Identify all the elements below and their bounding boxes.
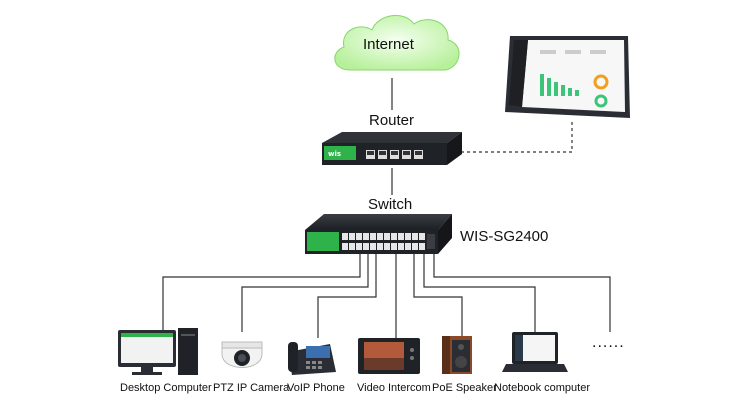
voip-phone-icon [288,342,336,375]
connection-lines [162,78,611,338]
tablet-device [505,36,630,118]
line-camera [241,253,369,332]
line-notebook [423,253,536,332]
video-intercom-icon [358,338,420,374]
device-label-notebook: Notebook computer [494,382,590,394]
device-label-intercom: Video Intercom [357,382,431,394]
line-more [433,253,611,332]
device-label-speaker: PoE Speaker [432,382,497,394]
line-speaker [413,253,463,338]
svg-text:wis: wis [328,150,341,158]
router-label: Router [369,112,415,129]
switch-label: Switch [368,196,413,213]
device-label-phone: VoIP Phone [287,382,345,394]
line-router-tablet [455,120,573,153]
more-devices-ellipsis: ...... [592,334,625,351]
device-label-desktop: Desktop Computer [120,382,212,394]
line-desktop [162,253,361,330]
device-label-camera: PTZ IP Camera [213,382,290,394]
ptz-camera-icon [221,341,263,368]
internet-cloud [334,15,460,71]
line-phone [317,253,377,338]
notebook-computer-icon [502,332,568,372]
internet-label: Internet [363,36,414,53]
switch-model-label: WIS-SG2400 [460,228,549,245]
desktop-computer-icon [118,328,198,375]
router-device: wis [322,132,462,165]
switch-device [305,214,452,254]
poe-speaker-icon [442,336,472,374]
